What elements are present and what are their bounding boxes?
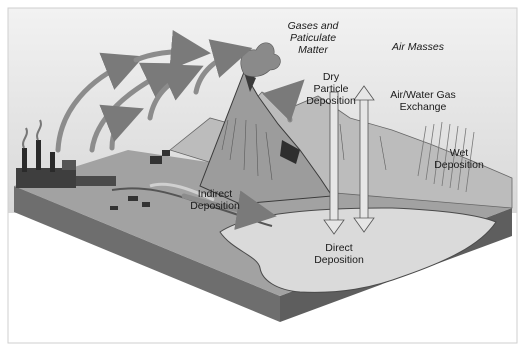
gas-exchange-line-2: Exchange (380, 101, 466, 113)
gases-label-line-2: Paticulate (280, 32, 346, 44)
gases-label-line-1: Gases and (280, 20, 346, 32)
indirect-deposition-line-2: Deposition (182, 200, 248, 212)
dry-deposition-line-2: Particle (300, 83, 362, 95)
indirect-deposition-label: Indirect Deposition (182, 188, 248, 212)
dry-deposition-line-1: Dry (300, 71, 362, 83)
dry-deposition-label: Dry Particle Deposition (300, 71, 362, 107)
air-masses-label: Air Masses (383, 41, 453, 53)
direct-deposition-line-1: Direct (304, 242, 374, 254)
wet-deposition-label: Wet Deposition (426, 147, 492, 171)
gases-label-line-3: Matter (280, 44, 346, 56)
wet-deposition-line-2: Deposition (426, 159, 492, 171)
gas-exchange-label: Air/Water Gas Exchange (380, 89, 466, 113)
dry-deposition-line-3: Deposition (300, 95, 362, 107)
gas-exchange-line-1: Air/Water Gas (380, 89, 466, 101)
direct-deposition-line-2: Deposition (304, 254, 374, 266)
direct-deposition-label: Direct Deposition (304, 242, 374, 266)
gases-label: Gases and Paticulate Matter (280, 20, 346, 56)
indirect-deposition-line-1: Indirect (182, 188, 248, 200)
wet-deposition-line-1: Wet (426, 147, 492, 159)
